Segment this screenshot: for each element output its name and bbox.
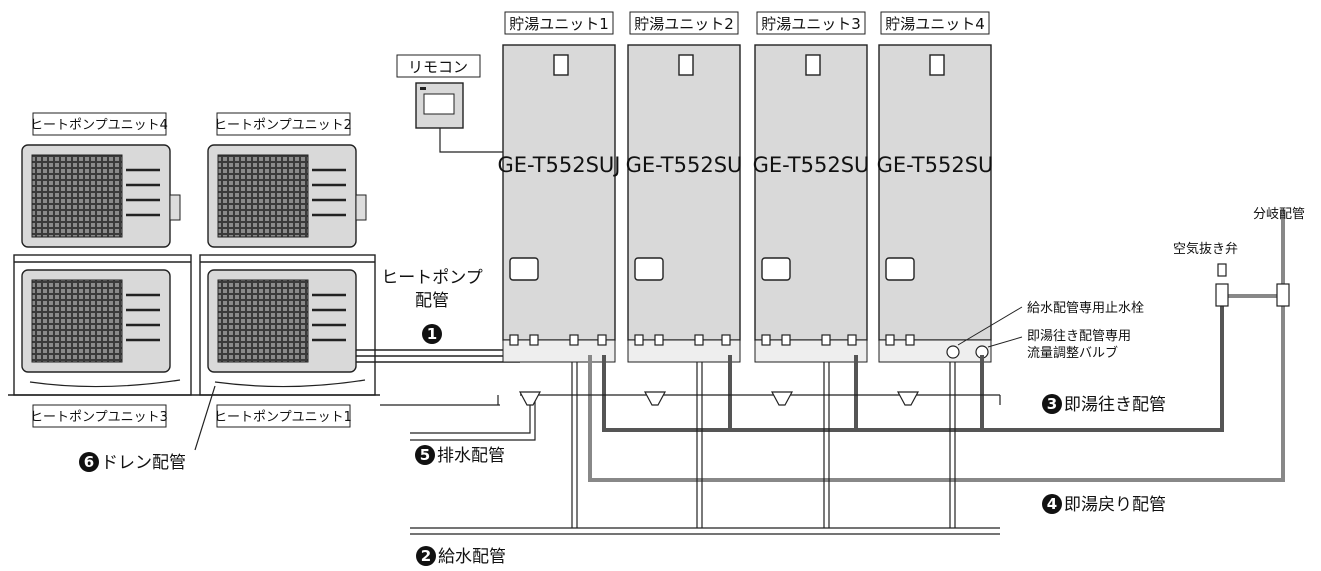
hot-return-pipe [588,210,1285,482]
svg-text:ヒートポンプユニット3: ヒートポンプユニット3 [30,410,168,425]
tank-unit-3: 貯湯ユニット3 GE-T552SU [753,11,870,363]
tank-unit-4: 貯湯ユニット4 GE-T552SU [877,11,994,363]
water-supply-label: 給水配管 [438,547,506,567]
pipe-badge-5: 5 排水配管 [415,445,505,466]
tank-unit-1: 貯湯ユニット1 GE-T552SUJ [498,11,621,363]
heat-pump-label-3: ヒートポンプユニット3 [30,404,168,428]
branch-pipe-label: 分岐配管 [1253,207,1305,222]
heat-pump-unit-3 [21,269,171,373]
tank-unit-2-model: GE-T552SU [626,153,743,177]
hot-return-label: 即湯戻り配管 [1064,495,1166,515]
tank-unit-3-label: 貯湯ユニット3 [761,15,861,33]
svg-text:2: 2 [421,547,431,565]
tank-unit-1-label: 貯湯ユニット1 [509,15,609,33]
pipe-badge-1: 1 [422,324,442,344]
heat-pump-unit-2 [207,144,367,248]
remote-controller: リモコン [396,54,505,153]
svg-text:3: 3 [1047,395,1057,413]
tank-unit-1-model: GE-T552SUJ [498,153,621,177]
heat-pump-pipe-label-2: 配管 [415,291,449,311]
remote-label: リモコン [408,58,468,76]
pipe-badge-3: 3 即湯往き配管 [1042,394,1166,415]
water-supply-pipe [410,362,1000,535]
tank-unit-4-model: GE-T552SU [877,153,994,177]
pipe-badge-2: 2 給水配管 [416,546,506,567]
svg-text:6: 6 [84,453,94,471]
drain-hose-label: ドレン配管 [101,453,186,473]
heat-pump-pipe [356,349,520,363]
svg-text:ヒートポンプユニット1: ヒートポンプユニット1 [214,410,352,425]
heat-pump-pipe-label-1: ヒートポンプ [381,268,483,288]
heat-pump-unit-1 [207,269,357,373]
water-valve-label: 給水配管専用止水栓 [1027,301,1144,316]
heat-pump-group: ヒートポンプユニット4 ヒートポンプユニット2 ヒートポンプユニット3 ヒートポ… [8,112,380,451]
tank-unit-2: 貯湯ユニット2 GE-T552SU [626,11,743,363]
pipe-badge-4: 4 即湯戻り配管 [1042,494,1166,515]
svg-text:ヒートポンプユニット4: ヒートポンプユニット4 [30,118,168,133]
hot-supply-label: 即湯往き配管 [1064,395,1166,415]
pipe-fittings [509,334,989,359]
tank-units: 貯湯ユニット1 GE-T552SUJ 貯湯ユニット2 GE-T552SU 貯湯ユ… [498,11,994,363]
pipe-badge-6: 6 ドレン配管 [79,452,186,473]
hot-supply-pipe [602,300,1224,432]
svg-text:1: 1 [427,325,437,343]
heat-pump-label-2: ヒートポンプユニット2 [214,112,352,136]
flow-valve-label-1: 即湯往き配管専用 [1027,329,1131,344]
svg-text:5: 5 [420,446,430,464]
svg-text:ヒートポンプユニット2: ヒートポンプユニット2 [214,118,352,133]
flow-valve-label-2: 流量調整バルブ [1027,345,1118,361]
heat-pump-unit-4 [21,144,181,248]
heat-pump-label-1: ヒートポンプユニット1 [214,404,352,428]
air-vent-label: 空気抜き弁 [1173,241,1238,257]
heat-pump-label-4: ヒートポンプユニット4 [30,112,168,136]
svg-text:4: 4 [1047,495,1057,513]
tank-unit-3-model: GE-T552SU [753,153,870,177]
drain-label: 排水配管 [437,446,505,466]
tank-unit-2-label: 貯湯ユニット2 [634,15,734,33]
drain-pipe [380,394,1001,441]
tank-unit-4-label: 貯湯ユニット4 [885,15,985,33]
